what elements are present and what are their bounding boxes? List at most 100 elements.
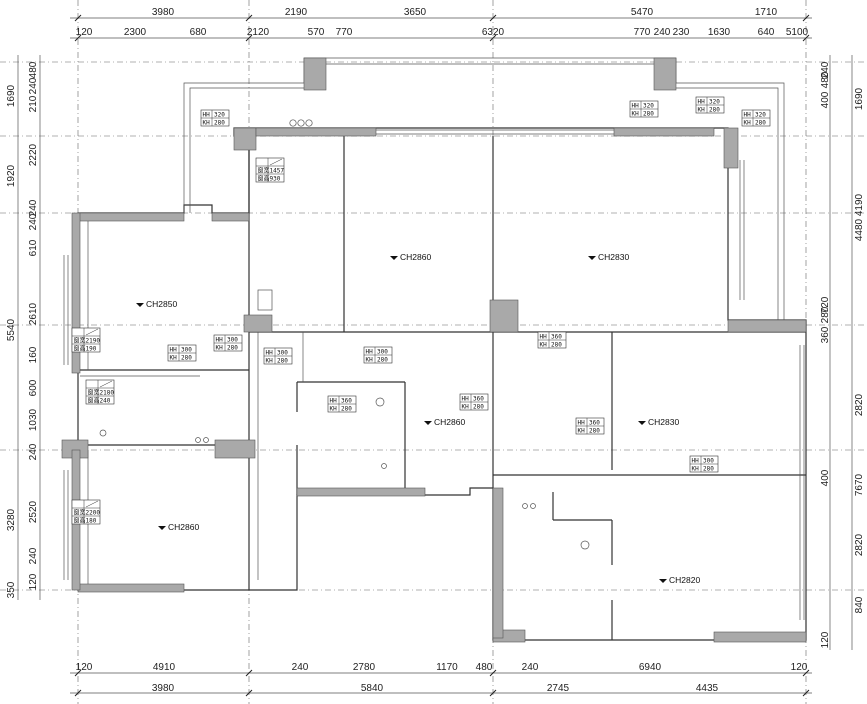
dim-top-inner: 640 [758, 27, 775, 38]
ceiling-height-label: CH2860 [434, 417, 465, 427]
beam-tag-key: HH [540, 334, 548, 341]
beam-tag-key: KH [698, 107, 706, 114]
window-tag-value: 930 [270, 176, 281, 183]
dim-right-outer: 7670 [854, 473, 865, 496]
fixtures [99, 119, 590, 550]
beam-tag-value: 360 [341, 398, 352, 405]
beam-tag-value: 300 [277, 350, 288, 357]
dim-left-outer: 1690 [6, 84, 17, 107]
beam-tag-value: 360 [589, 420, 600, 427]
beam-tag-key: HH [632, 103, 640, 110]
beam-tag-key: HH [203, 112, 211, 119]
beam-tag-value: 280 [551, 342, 562, 349]
beam-tag-value: 320 [755, 112, 766, 119]
dim-left-inner: 610 [28, 239, 39, 256]
dim-right-inner: 400 [820, 469, 831, 486]
window-tag-key: 窗高 [258, 175, 270, 183]
dim-tick [245, 669, 253, 677]
dim-left-inner: 120 [28, 573, 39, 590]
dim-tick [489, 34, 497, 42]
dim-right-outer: 2820 [854, 393, 865, 416]
structural-blocks [61, 57, 807, 643]
dim-top-inner: 240 [654, 27, 671, 38]
beam-tag-value: 300 [181, 347, 192, 354]
dim-top-inner: 680 [190, 27, 207, 38]
dimension-lines [17, 17, 853, 694]
beam-tag-key: KH [203, 120, 211, 127]
level-marker [588, 256, 596, 260]
dim-top-outer: 2190 [285, 7, 308, 18]
level-marker [136, 303, 144, 307]
dim-bottom-inner: 480 [476, 662, 493, 673]
beam-tag-key: HH [216, 337, 224, 344]
dim-top-outer: 3650 [404, 7, 427, 18]
dim-bottom-inner: 6940 [639, 662, 662, 673]
dim-bottom-outer: 3980 [152, 683, 175, 694]
beam-tag-value: 280 [703, 466, 714, 473]
beam-tag-value: 320 [643, 103, 654, 110]
dim-right-outer: 2820 [854, 533, 865, 556]
dim-right-inner: 240 [820, 61, 831, 78]
beam-tag-key: KH [330, 406, 338, 413]
dim-tick [245, 14, 253, 22]
dim-top-outer: 3980 [152, 7, 175, 18]
dim-tick [802, 14, 810, 22]
beam-tag-key: KH [692, 466, 700, 473]
window-tag-value: 2200 [86, 510, 101, 517]
beam-tag-key: HH [366, 349, 374, 356]
dim-bottom-outer: 5840 [361, 683, 384, 694]
dim-top-inner: 570 [308, 27, 325, 38]
dim-right-inner: 720 [820, 296, 831, 313]
dim-tick [74, 689, 82, 697]
beam-tag-value: 300 [703, 458, 714, 465]
dim-left-inner: 160 [28, 346, 39, 363]
dim-right-inner: 480 [820, 71, 831, 88]
beam-tag-key: HH [692, 458, 700, 465]
dim-bottom-inner: 240 [292, 662, 309, 673]
dim-tick [802, 34, 810, 42]
dim-tick [802, 669, 810, 677]
dim-top-inner: 5100 [786, 27, 809, 38]
window-tag-value: 2180 [100, 390, 115, 397]
windows [63, 129, 805, 620]
window-tag-key: 窗高 [74, 345, 86, 353]
dim-tick [489, 689, 497, 697]
beam-tag-key: KH [632, 111, 640, 118]
beam-tag-value: 280 [709, 107, 720, 114]
beam-tag-key: HH [744, 112, 752, 119]
beam-tag-value: 280 [214, 120, 225, 127]
dim-left-inner: 240 [28, 213, 39, 230]
dim-tick [489, 669, 497, 677]
dim-tick [74, 14, 82, 22]
dim-top-inner: 120 [76, 27, 93, 38]
dim-tick [74, 34, 82, 42]
beam-tag-value: 280 [755, 120, 766, 127]
dim-top-outer: 5470 [631, 7, 654, 18]
dim-top-inner: 2120 [247, 27, 270, 38]
dim-bottom-inner: 120 [791, 662, 808, 673]
dim-bottom-inner: 1170 [436, 662, 458, 673]
beam-tag-key: HH [330, 398, 338, 405]
ceiling-height-label: CH2860 [168, 522, 199, 532]
ceiling-height-label: CH2850 [146, 299, 177, 309]
beam-tag-key: KH [216, 345, 224, 352]
beam-tag-value: 300 [377, 349, 388, 356]
beam-tag-key: KH [578, 428, 586, 435]
level-marker [638, 421, 646, 425]
beam-tag-value: 320 [709, 99, 720, 106]
